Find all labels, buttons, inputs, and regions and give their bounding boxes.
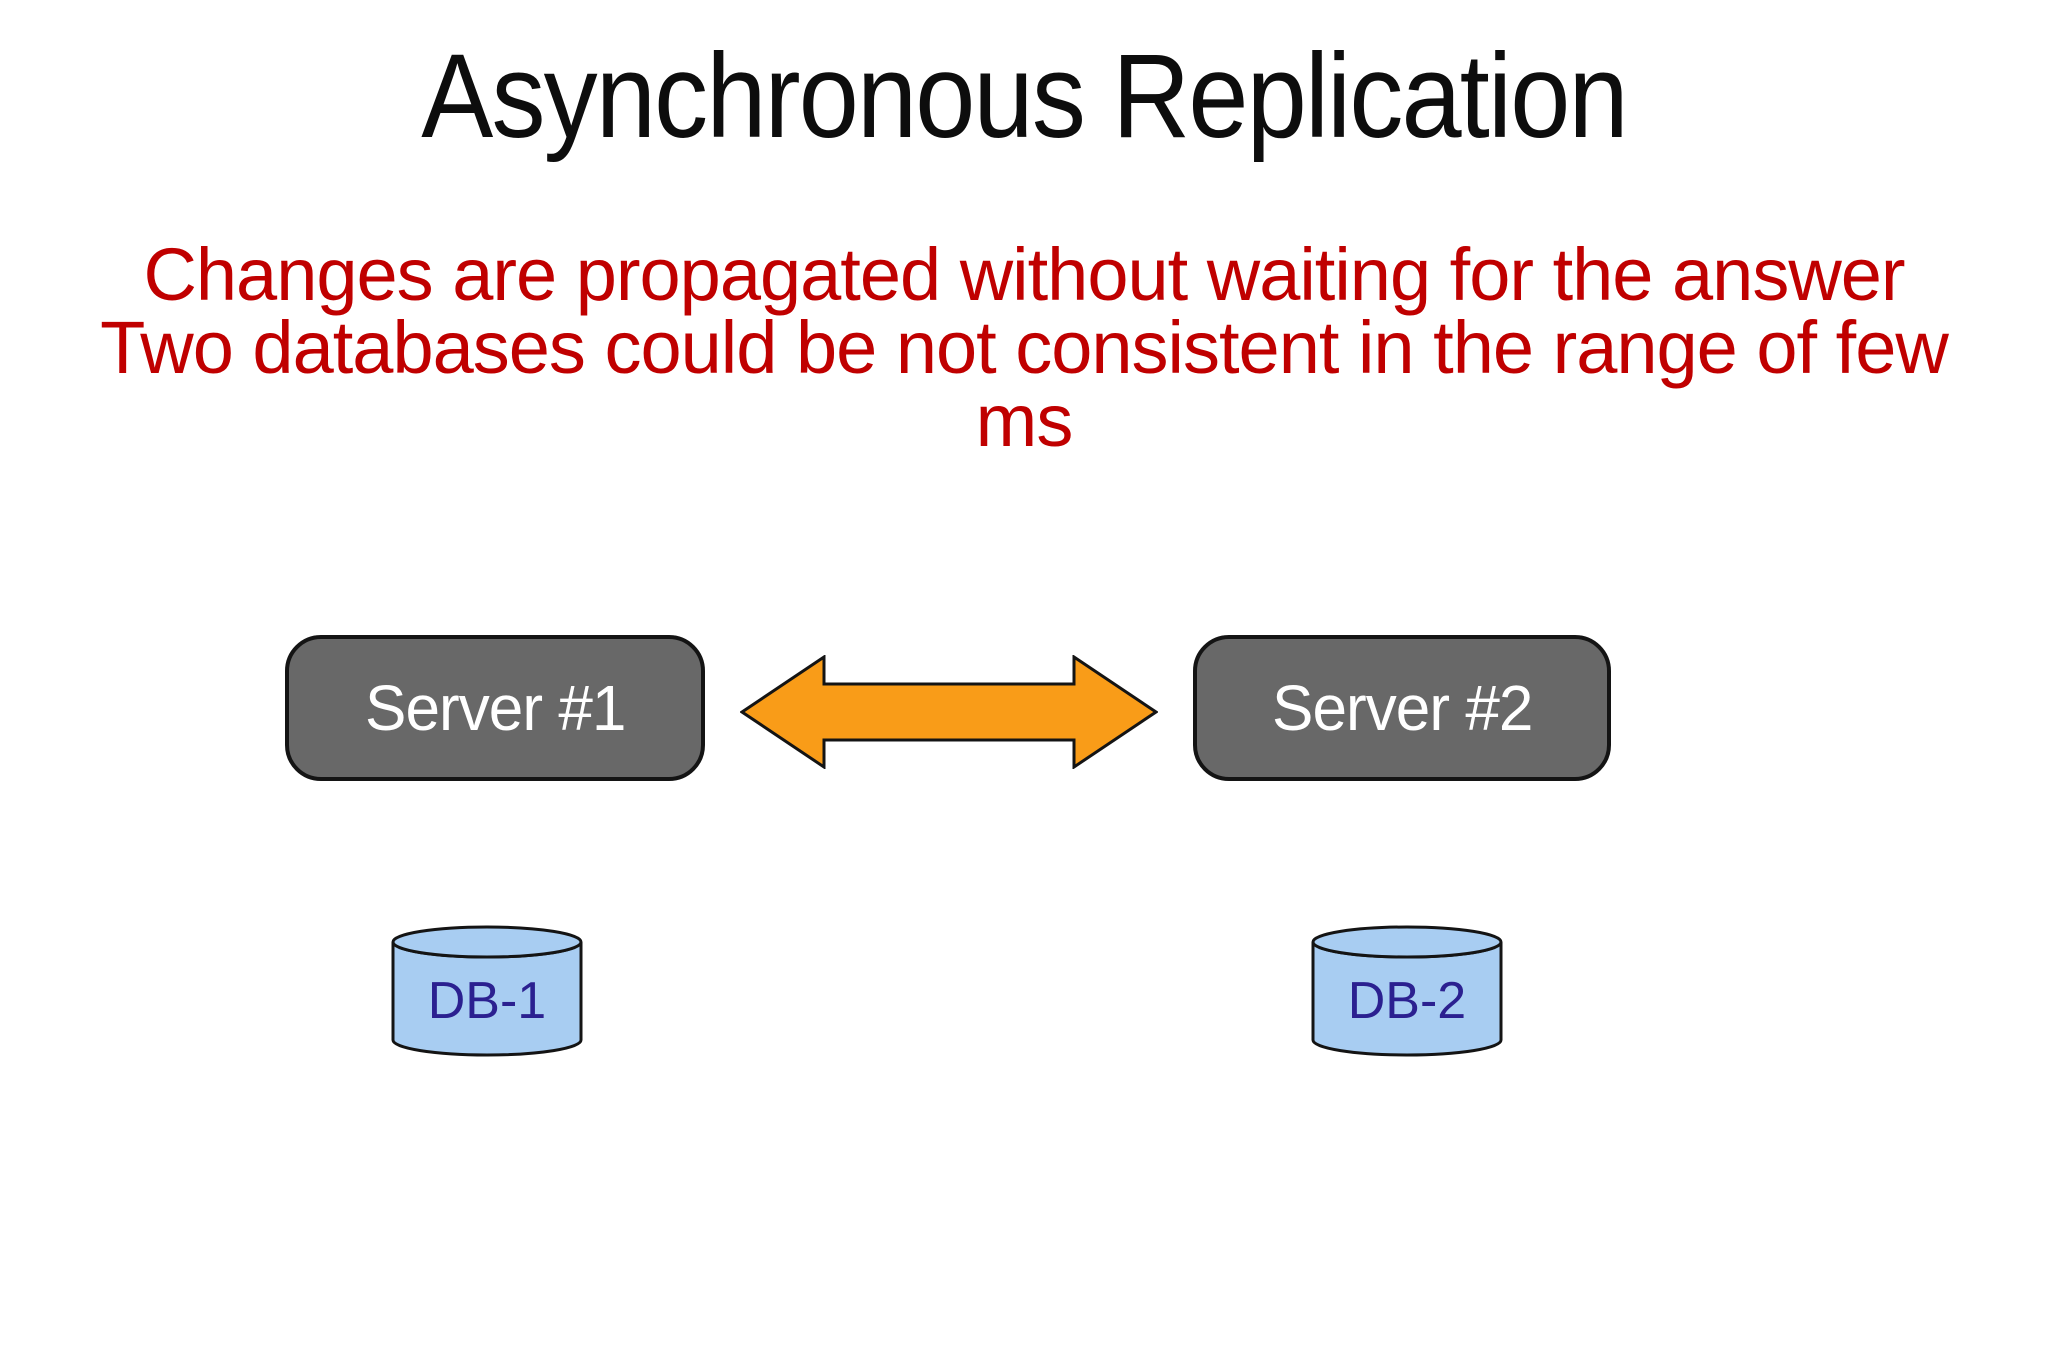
server-1-node: Server #1 bbox=[285, 635, 705, 781]
database-2-label: DB-2 bbox=[1347, 972, 1467, 1030]
database-1-node: DB-1 bbox=[391, 925, 583, 1057]
database-1-label: DB-1 bbox=[427, 972, 547, 1030]
server-2-node: Server #2 bbox=[1193, 635, 1611, 781]
slide-title: Asynchronous Replication bbox=[421, 29, 1628, 163]
double-arrow-icon bbox=[740, 655, 1158, 769]
subtitle-line-1: Changes are propagated without waiting f… bbox=[143, 233, 1905, 316]
slide-subtitle: Changes are propagated without waiting f… bbox=[0, 233, 2048, 462]
database-2-node: DB-2 bbox=[1311, 925, 1503, 1057]
subtitle-line-2: Two databases could be not consistent in… bbox=[100, 306, 1949, 389]
database-cylinder-icon bbox=[1311, 925, 1503, 1057]
server-2-label: Server #2 bbox=[1271, 672, 1533, 744]
database-cylinder-icon bbox=[391, 925, 583, 1057]
subtitle-line-3: ms bbox=[975, 379, 1074, 462]
server-1-label: Server #1 bbox=[364, 672, 626, 744]
